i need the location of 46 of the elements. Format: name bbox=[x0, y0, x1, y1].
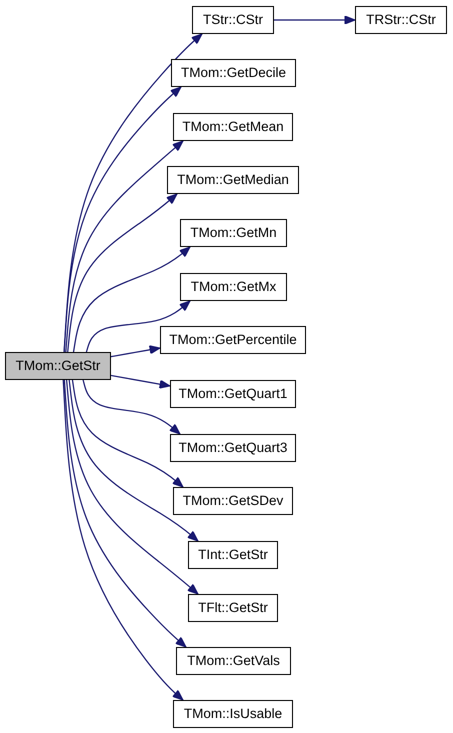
function-name: TMom::GetPercentile bbox=[169, 332, 297, 348]
function-box bbox=[180, 219, 287, 247]
call-arrow bbox=[82, 380, 180, 434]
call-arrow bbox=[110, 374, 170, 389]
function-box bbox=[171, 59, 296, 87]
function-box bbox=[173, 700, 293, 728]
function-box bbox=[192, 6, 274, 34]
function-name: TMom::IsUsable bbox=[184, 706, 282, 722]
function-name: TMom::GetVals bbox=[187, 654, 280, 668]
call-arrow bbox=[274, 16, 356, 24]
function-box bbox=[173, 487, 293, 515]
function-box bbox=[180, 273, 287, 301]
call-arrow bbox=[62, 380, 184, 700]
function-name: TMom::GetMean bbox=[182, 120, 284, 134]
function-name: TMom::GetMn bbox=[190, 226, 277, 240]
call-arrow bbox=[67, 194, 178, 352]
call-arrow bbox=[68, 380, 198, 542]
function-box bbox=[188, 594, 278, 622]
function-box bbox=[170, 434, 296, 462]
call-arrow bbox=[72, 380, 184, 488]
function-box bbox=[188, 541, 278, 569]
call-arrow bbox=[65, 140, 184, 352]
function-box bbox=[160, 326, 306, 354]
function-name: TMom::GetSDev bbox=[182, 494, 284, 508]
function-box bbox=[176, 647, 291, 675]
function-name: TInt::GetStr bbox=[198, 548, 268, 562]
function-box bbox=[170, 380, 296, 408]
call-arrow bbox=[110, 345, 160, 358]
function-name: TMom::GetQuart3 bbox=[178, 440, 288, 456]
function-name: TFlt::GetStr bbox=[198, 600, 268, 616]
call-arrow bbox=[72, 246, 190, 352]
call-arrow bbox=[86, 300, 190, 352]
function-name: TMom::GetDecile bbox=[180, 66, 286, 80]
call-arrow bbox=[64, 380, 186, 648]
call-arrow bbox=[66, 380, 198, 594]
function-name: TMom::GetMedian bbox=[177, 172, 289, 188]
function-name: TMom::GetQuart1 bbox=[178, 386, 288, 402]
function-name: TStr::CStr bbox=[203, 12, 263, 28]
call-arrow bbox=[64, 86, 182, 352]
selected-function-box bbox=[5, 352, 111, 380]
function-box bbox=[355, 6, 447, 34]
function-box bbox=[167, 166, 299, 194]
function-name: TRStr::CStr bbox=[366, 12, 436, 28]
function-name: TMom::GetMx bbox=[190, 280, 276, 294]
function-name: TMom::GetStr bbox=[16, 358, 100, 374]
function-box bbox=[173, 113, 293, 141]
